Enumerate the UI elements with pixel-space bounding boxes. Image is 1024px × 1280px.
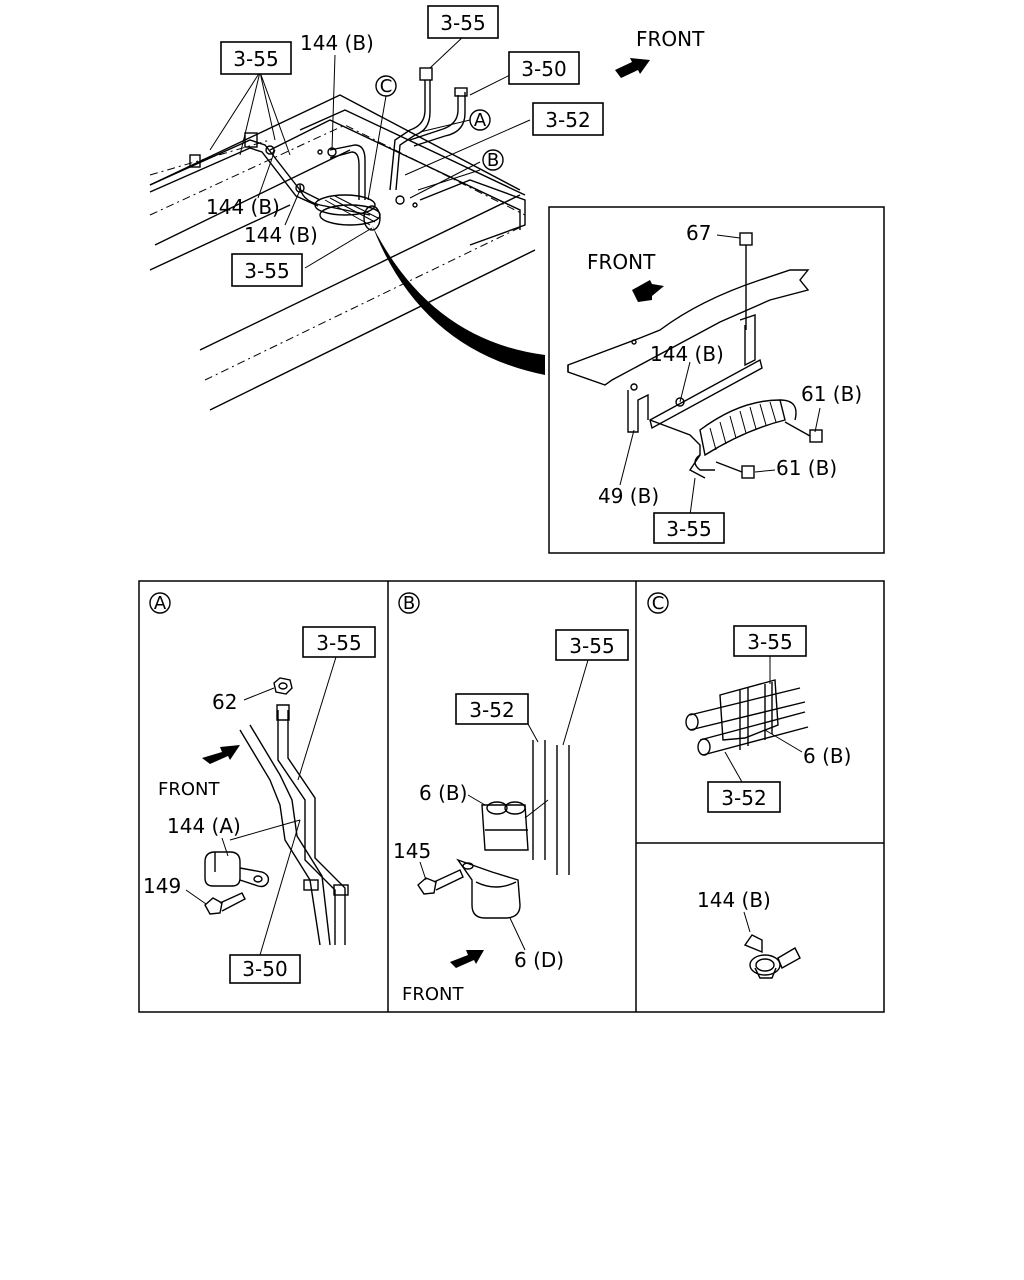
label-67: 67	[686, 221, 711, 245]
ref-3-55-panel-b: 3-55	[555, 629, 629, 661]
label-144b-panel: 144 (B)	[697, 888, 771, 912]
clip-144b-icon	[743, 934, 801, 979]
svg-text:3-52: 3-52	[721, 786, 766, 810]
svg-text:3-50: 3-50	[521, 57, 566, 81]
svg-text:3-52: 3-52	[469, 698, 514, 722]
bottom-panels-frame	[138, 580, 885, 1013]
detail-view	[567, 232, 823, 479]
svg-text:3-55: 3-55	[569, 634, 614, 658]
front-label-detail: FRONT	[587, 250, 656, 274]
svg-text:B: B	[403, 593, 415, 614]
svg-text:3-55: 3-55	[244, 259, 289, 283]
label-6b-panel-c: 6 (B)	[803, 744, 851, 768]
clip-144b-detail-icon	[675, 397, 685, 407]
panel-c: C 3-55 6 (B) 3-52	[647, 592, 851, 813]
svg-text:C: C	[652, 593, 665, 614]
front-arrow-panel-a	[202, 745, 240, 764]
label-144b-top: 144 (B)	[300, 31, 374, 55]
svg-text:C: C	[380, 76, 393, 97]
bolt-149-icon	[204, 892, 246, 915]
ref-3-50-panel-a: 3-50	[229, 954, 301, 984]
callout-a-panel: A	[149, 592, 171, 614]
detail-leaders	[619, 234, 821, 516]
callout-b-main: B	[482, 149, 504, 171]
label-49b: 49 (B)	[598, 484, 659, 508]
svg-text:A: A	[154, 593, 167, 614]
svg-text:3-50: 3-50	[242, 957, 287, 981]
label-144b-lower: 144 (B)	[244, 223, 318, 247]
panel-d: 144 (B)	[697, 888, 801, 979]
ref-3-55-panel-c: 3-55	[733, 625, 807, 657]
clip-144a-icon	[204, 851, 270, 888]
callout-a-main: A	[469, 109, 491, 131]
ref-3-50-main: 3-50	[508, 51, 580, 85]
bolt-145-icon	[417, 869, 464, 895]
clamp-6b-panel-c-icon	[719, 679, 779, 750]
ref-3-55-panel-a: 3-55	[302, 626, 376, 658]
ref-3-52-panel-b: 3-52	[455, 693, 529, 725]
clip-6b-panel-b-icon	[481, 801, 529, 851]
panel-a: A 3-55 62 FRONT 144 (	[143, 592, 376, 984]
front-label-main: FRONT	[636, 27, 705, 51]
nut-67-icon	[739, 232, 753, 330]
svg-text:3-55: 3-55	[440, 11, 485, 35]
main-overview	[149, 67, 545, 411]
label-144b-detail: 144 (B)	[650, 342, 724, 366]
main-leaders	[209, 34, 531, 269]
label-144b-left: 144 (B)	[206, 195, 280, 219]
front-arrow-detail	[632, 280, 664, 302]
label-6d: 6 (D)	[514, 948, 564, 972]
ref-3-55-left: 3-55	[220, 41, 292, 75]
ref-3-52-panel-c: 3-52	[707, 781, 781, 813]
svg-text:A: A	[474, 110, 487, 131]
bolt-61b-upper-icon	[784, 421, 823, 443]
front-arrow-panel-b	[450, 950, 484, 968]
label-6b-panel-b: 6 (B)	[419, 781, 467, 805]
panel-b: B 3-55 3-52 6 (B) 145	[393, 592, 629, 1005]
label-61b-lower: 61 (B)	[776, 456, 837, 480]
ref-3-55-top: 3-55	[427, 5, 499, 39]
label-62: 62	[212, 690, 237, 714]
callout-b-panel: B	[398, 592, 420, 614]
svg-text:3-55: 3-55	[747, 630, 792, 654]
svg-text:3-55: 3-55	[233, 47, 278, 71]
label-61b-upper: 61 (B)	[801, 382, 862, 406]
svg-text:3-55: 3-55	[316, 631, 361, 655]
front-arrow-main	[615, 58, 650, 78]
callout-c-main: C	[375, 75, 397, 97]
ref-3-55-detail: 3-55	[653, 512, 725, 544]
front-label-panel-b: FRONT	[402, 984, 464, 1005]
ref-3-55-bottom: 3-55	[231, 253, 303, 287]
svg-text:B: B	[487, 150, 499, 171]
detail-frame	[548, 206, 885, 554]
callout-c-panel: C	[647, 592, 669, 614]
bolt-61b-lower-icon	[715, 461, 755, 479]
clip-6d-icon	[456, 858, 521, 919]
label-149: 149	[143, 874, 181, 898]
ref-3-52-main: 3-52	[532, 102, 604, 136]
panel-dividers	[387, 581, 884, 1012]
nut-62-icon	[273, 677, 293, 721]
label-145: 145	[393, 839, 431, 863]
svg-text:3-55: 3-55	[666, 517, 711, 541]
front-label-panel-a: FRONT	[158, 779, 220, 800]
svg-text:3-52: 3-52	[545, 108, 590, 132]
label-144a: 144 (A)	[167, 814, 241, 838]
